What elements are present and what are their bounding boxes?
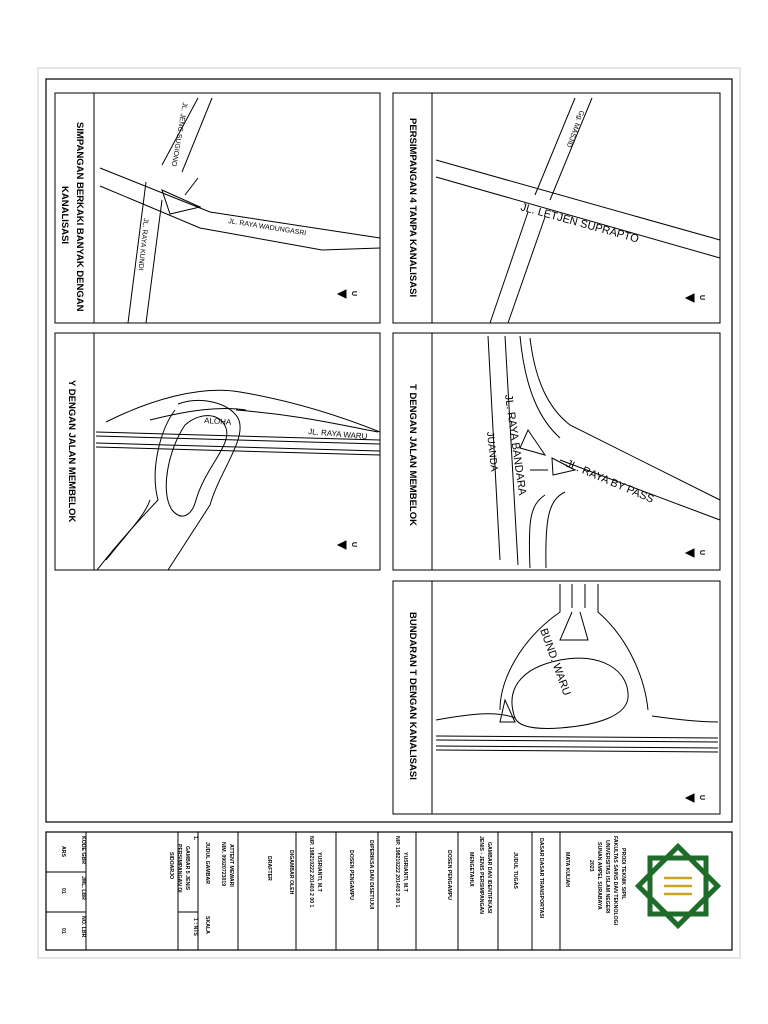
street-label-bandara: JL. RAYA BANDARA xyxy=(502,394,528,497)
panel-2-frame xyxy=(392,92,721,324)
street-label-juanda: JUANDA xyxy=(484,431,499,472)
north-label-3: U xyxy=(350,542,357,547)
sheet-outer-border xyxy=(37,67,741,959)
drawing-scale: 1 : NTS xyxy=(192,918,198,936)
street-label-sugiono: JL. JENG SUGIONO xyxy=(170,102,188,168)
panel-1-roads xyxy=(99,97,381,324)
north-arrows xyxy=(336,289,695,803)
university-logo xyxy=(634,842,722,930)
drawing-title-line-3: SIDOARJO xyxy=(168,852,174,879)
table-header-number: NO. LBR xyxy=(80,916,86,938)
lecturer-label: DOSEN PENGAMPU xyxy=(446,850,452,900)
title-block-border xyxy=(45,831,733,951)
institution-line-4: SUNAN AMPEL SURABAYA xyxy=(596,842,602,910)
street-label-aloha: ALOHA xyxy=(204,416,232,427)
assignment-line-2: JENIS - JENIS PERSIMPANGAN xyxy=(478,836,484,914)
table-value-count: 01 xyxy=(60,888,66,894)
panel-5-frame xyxy=(392,580,721,815)
table-header-count: JML. LBR xyxy=(80,876,86,900)
panel-1-title: SIMPANGAN BERKAKI BANYAK DENGAN xyxy=(74,122,85,312)
assignment-label: JUDUL TUGAS xyxy=(512,852,518,889)
institution-line-3: UNIVERSITAS ISLAM NEGERI xyxy=(604,840,610,914)
institution-line-2: FAKULTAS SAINS DAN TEKNOLOGI xyxy=(612,836,618,926)
approved-label: MENGETAHUI xyxy=(468,852,474,887)
panel-3-title: Y DENGAN JALAN MEMBELOK xyxy=(66,380,77,522)
panel-2-title: PERSIMPANGAN 4 TANPA KANALISASI xyxy=(407,118,418,297)
drawing-number: 1. xyxy=(192,836,198,841)
course-name: DASAR DASAR TRANSPORTASI xyxy=(538,838,544,919)
table-value-code: ARS xyxy=(60,846,66,857)
checker-nip: NIP. 198210222 201403 2 00 1 xyxy=(308,836,314,908)
panel-4-roads xyxy=(487,335,721,569)
lecturer-nip: NIP. 198210222 201403 2 00 1 xyxy=(394,836,400,908)
drawer-nim: NIM. 09020723019 xyxy=(220,842,226,886)
panel-4-title: T DENGAN JALAN MEMBELOK xyxy=(407,384,418,526)
street-label-bypass: JL. RAYA BY PASS xyxy=(564,458,656,506)
panel-4-frame xyxy=(392,332,721,571)
lecturer-label-2: DOSEN PENGAMPU xyxy=(348,850,354,900)
institution-line-5: 2023 xyxy=(588,860,594,872)
panel-5-title: BUNDARAN T DENGAN KANALISASI xyxy=(407,612,418,780)
drawing-header-scale: SKALA xyxy=(204,916,210,934)
lecturer-name: YUSRIANTI, M.T xyxy=(402,852,408,893)
panel-1-title-2: KANALISASI xyxy=(59,186,70,244)
drawer-name: ATTENT MEWARI xyxy=(228,844,234,887)
title-block-grid xyxy=(46,832,561,950)
table-header-code: KODE GBR xyxy=(80,836,86,864)
institution-line-1: PRODI TEKNIK SIPIL xyxy=(620,848,626,900)
north-label-1: U xyxy=(350,291,357,296)
drawer-title: DRAFTER xyxy=(266,856,272,881)
drawn-label: DIGAMBAR OLEH xyxy=(288,850,294,895)
panel-1-frame xyxy=(54,92,381,324)
street-label-bund-waru: BUND. WARU xyxy=(537,627,572,697)
north-label-2: U xyxy=(698,295,705,300)
assignment-line-1: GAMBAR DAN IDENTIFIKASI xyxy=(486,842,492,914)
panel-3-roads xyxy=(95,389,381,571)
panel-3-frame xyxy=(54,332,381,571)
drawing-title-line-2: PERSIMPANGAN DI xyxy=(176,844,182,893)
drawing-header-title: JUDUL GAMBAR xyxy=(204,842,210,884)
checked-label: DIPERIKSA DAN DISETUJUI xyxy=(368,840,374,910)
checker-name: YUSRIANTI, M.T xyxy=(316,852,322,893)
course-label: MATA KULIAH xyxy=(564,852,570,887)
drawing-title-line-1: GAMBAR 5 JENIS xyxy=(184,846,190,891)
north-label-5: U xyxy=(698,795,705,800)
table-value-number: 01 xyxy=(60,928,66,934)
panel-2-roads xyxy=(435,97,721,324)
north-label-4: U xyxy=(698,550,705,555)
panel-5-roads xyxy=(435,584,719,753)
drawing-border xyxy=(45,78,733,823)
